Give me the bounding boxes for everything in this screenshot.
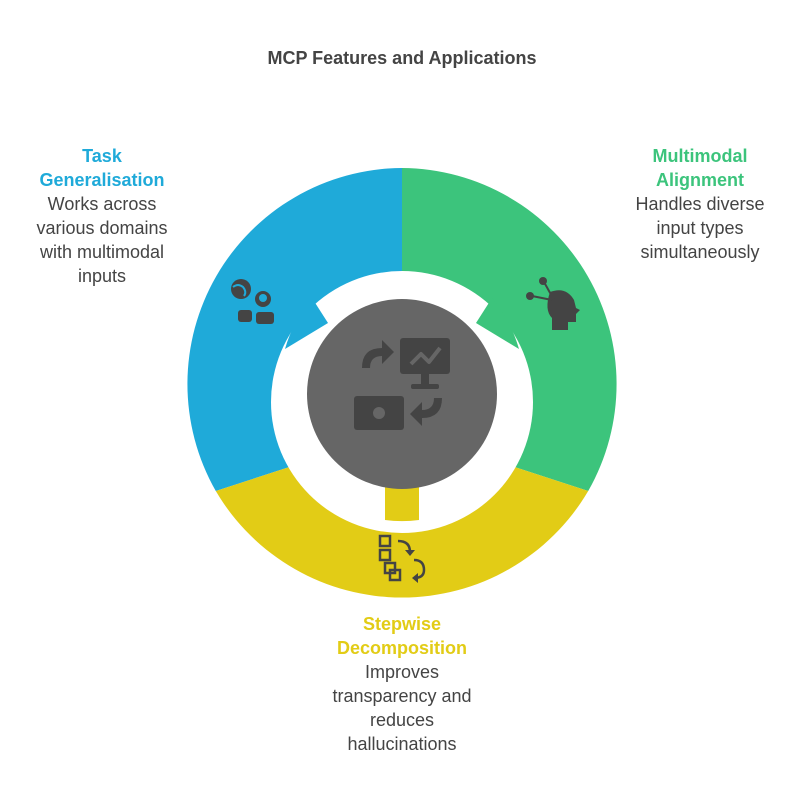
stepwise-desc-line-4: hallucinations xyxy=(347,734,457,754)
stepwise-heading-line-2: Decomposition xyxy=(336,638,467,658)
stepwise-desc-line-2: transparency and xyxy=(332,686,472,706)
stepwise-heading: Stepwise Decomposition xyxy=(292,612,512,660)
multimodal-heading: Multimodal Alignment xyxy=(608,144,792,192)
multimodal-heading-line-1: Multimodal xyxy=(652,146,748,166)
stepwise-desc-line-3: reduces xyxy=(369,710,435,730)
center-circle xyxy=(307,299,497,489)
label-stepwise-decomposition: Stepwise Decomposition Improves transpar… xyxy=(292,612,512,756)
task-desc-line-2: various domains xyxy=(36,218,168,238)
task-desc-line-1: Works across xyxy=(47,194,157,214)
people-globe-icon xyxy=(231,279,274,324)
diagram-title: MCP Features and Applications xyxy=(267,48,537,68)
stepwise-description: Improves transparency and reduces halluc… xyxy=(292,660,512,756)
task-desc-line-4: inputs xyxy=(77,266,127,286)
multimodal-description: Handles diverse input types simultaneous… xyxy=(608,192,792,264)
stepwise-heading-line-1: Stepwise xyxy=(362,614,442,634)
task-heading: Task Generalisation xyxy=(12,144,192,192)
notch-task xyxy=(285,298,328,349)
label-multimodal-alignment: Multimodal Alignment Handles diverse inp… xyxy=(608,144,792,264)
task-heading-line-1: Task xyxy=(82,146,122,166)
label-task-generalisation: Task Generalisation Works across various… xyxy=(12,144,192,288)
multimodal-desc-line-2: input types xyxy=(656,218,744,238)
task-heading-line-2: Generalisation xyxy=(39,170,165,190)
task-description: Works across various domains with multim… xyxy=(12,192,192,288)
head-network-icon xyxy=(526,277,580,330)
monitor-exchange-icon xyxy=(354,338,450,430)
task-desc-line-3: with multimodal xyxy=(39,242,165,262)
flowchart-steps-icon xyxy=(378,534,426,583)
segment-task xyxy=(187,168,402,491)
multimodal-desc-line-1: Handles diverse xyxy=(635,194,765,214)
stepwise-desc-line-1: Improves xyxy=(364,662,440,682)
notch-stepwise xyxy=(385,486,419,522)
segment-multimodal xyxy=(402,168,617,491)
multimodal-desc-line-3: simultaneously xyxy=(640,242,760,262)
multimodal-heading-line-2: Alignment xyxy=(656,170,744,190)
notch-multimodal xyxy=(476,298,519,349)
